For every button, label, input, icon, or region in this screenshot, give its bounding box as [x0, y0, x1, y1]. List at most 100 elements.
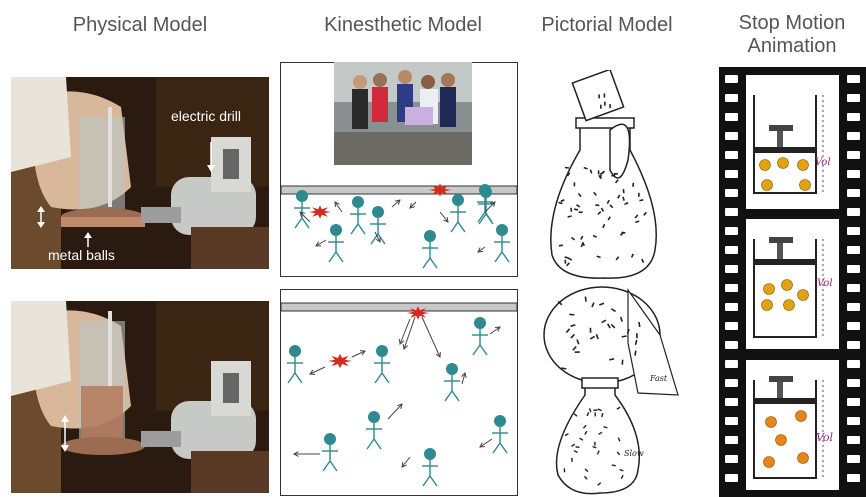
sprocket-hole	[847, 303, 860, 311]
molecule-mark	[570, 333, 576, 339]
metal-ball	[763, 283, 775, 295]
molecule-mark	[572, 346, 577, 351]
sprocket-hole	[725, 151, 738, 159]
molecule-mark	[592, 234, 597, 238]
stick-figure	[477, 184, 493, 223]
sprocket-hole	[847, 474, 860, 482]
molecule-mark	[635, 220, 640, 224]
molecule-mark	[567, 215, 572, 218]
molecule-mark	[586, 412, 590, 417]
sprocket-hole	[725, 208, 738, 216]
molecule-mark	[576, 204, 581, 208]
collision-burst	[328, 353, 352, 369]
motion-arrow	[374, 231, 381, 243]
molecule-mark	[639, 199, 644, 202]
molecule-mark	[570, 207, 573, 212]
molecule-mark	[573, 182, 576, 187]
stick-figure	[350, 196, 366, 235]
sprocket-hole	[725, 341, 738, 349]
molecule-mark	[564, 259, 567, 264]
molecule-mark	[557, 300, 563, 306]
molecule-mark	[589, 169, 593, 174]
sprocket-hole	[847, 151, 860, 159]
molecule-mark	[641, 258, 645, 263]
stick-figure	[322, 433, 338, 472]
molecule-mark	[609, 358, 615, 361]
vol-label-frame-1: Vol	[815, 157, 831, 168]
physical-model-title: Physical Model	[72, 14, 208, 36]
metal-ball	[797, 289, 809, 301]
molecule-mark	[626, 328, 630, 335]
physical-model-photo-bottom	[11, 301, 269, 493]
molecule-mark	[595, 204, 600, 207]
molecule-mark	[596, 450, 600, 455]
sprocket-hole	[725, 265, 738, 273]
molecule-mark	[594, 412, 596, 417]
sprocket-hole	[725, 379, 738, 387]
sprocket-hole	[725, 303, 738, 311]
molecule-mark	[573, 449, 578, 454]
stick-figure	[494, 224, 510, 263]
sprocket-hole	[725, 322, 738, 330]
stick-figure	[492, 415, 508, 454]
molecule-mark	[561, 367, 567, 370]
molecule-mark	[575, 445, 580, 449]
motion-arrow	[334, 201, 343, 213]
metal-ball	[799, 179, 811, 191]
collision-burst	[429, 183, 451, 197]
sprocket-hole	[847, 208, 860, 216]
molecule-mark	[601, 319, 607, 324]
stick-figure	[422, 230, 438, 269]
sprocket-hole	[847, 417, 860, 425]
molecule-mark	[582, 424, 587, 429]
motion-arrow	[387, 403, 403, 420]
sprocket-hole	[847, 284, 860, 292]
molecule-mark	[622, 196, 625, 201]
molecule-mark	[596, 255, 601, 259]
metal-ball	[761, 299, 773, 311]
kinesthetic-model-title: Kinesthetic Model	[324, 14, 482, 36]
molecule-mark	[619, 468, 624, 472]
molecule-mark	[600, 207, 605, 212]
molecule-mark	[621, 335, 627, 338]
molecule-mark	[591, 302, 595, 308]
molecule-mark	[643, 211, 647, 216]
molecule-mark	[615, 256, 620, 261]
motion-arrow	[477, 246, 486, 253]
sprocket-hole	[847, 132, 860, 140]
sprocket-hole	[847, 170, 860, 178]
molecule-mark	[616, 451, 621, 456]
molecule-mark	[619, 232, 624, 236]
collision-burst	[407, 306, 429, 320]
molecule-mark	[574, 351, 580, 353]
molecule-mark	[634, 339, 638, 346]
molecule-mark	[558, 201, 563, 205]
sprocket-hole	[847, 436, 860, 444]
motion-arrow	[309, 366, 326, 375]
sprocket-hole	[725, 113, 738, 121]
sprocket-hole	[725, 75, 738, 83]
vol-label-frame-3: Vol	[816, 431, 834, 444]
molecule-mark	[599, 171, 605, 175]
molecule-mark	[611, 174, 616, 177]
stick-figure	[287, 345, 303, 384]
molecule-mark	[604, 101, 606, 106]
molecule-mark	[592, 445, 597, 449]
molecule-mark	[584, 296, 587, 302]
metal-ball	[797, 452, 809, 464]
molecule-mark	[577, 192, 582, 198]
molecule-mark	[566, 172, 571, 177]
molecule-mark	[636, 333, 638, 339]
molecule-mark	[634, 214, 639, 219]
molecule-mark	[630, 253, 635, 258]
molecule-mark	[581, 241, 585, 247]
metal-ball	[783, 299, 795, 311]
stick-figure	[472, 317, 488, 356]
stop-motion-title: Stop Motion Animation	[718, 12, 866, 58]
molecule-mark	[594, 441, 596, 446]
sprocket-hole	[847, 341, 860, 349]
molecule-mark	[597, 482, 602, 486]
sprocket-hole	[847, 360, 860, 368]
motion-arrow	[315, 239, 327, 247]
sprocket-hole	[847, 398, 860, 406]
